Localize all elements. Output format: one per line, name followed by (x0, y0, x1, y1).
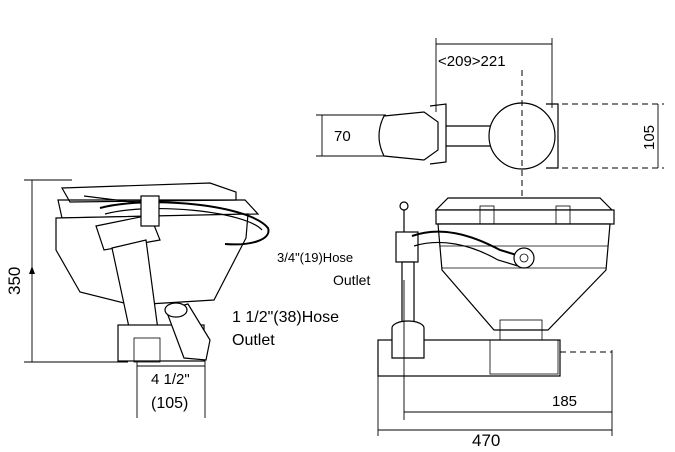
side-pump-handle-base (140, 195, 160, 227)
front-bowl (437, 223, 611, 331)
dimension-top-width (435, 38, 553, 112)
side-hose-inner (104, 207, 263, 231)
dimension-185 (403, 280, 613, 420)
front-pump-head (395, 231, 419, 263)
dimension-top-depth (316, 114, 386, 157)
small-outlet-label-2: Outlet (333, 272, 370, 288)
front-pump-knob (399, 201, 409, 211)
dim-470-label: 470 (472, 431, 500, 450)
top-width-label: <209>221 (438, 53, 506, 70)
dimension-height (24, 179, 128, 363)
front-inlet-fitting (513, 247, 535, 269)
side-pump-handle (83, 195, 141, 204)
plan-handle (378, 111, 439, 161)
front-hose (411, 230, 521, 257)
plan-view (378, 70, 559, 235)
dimension-top-right (552, 103, 664, 169)
side-base-foot (133, 337, 161, 363)
dimension-base-width (136, 360, 206, 418)
plan-handle-bracket (429, 103, 447, 165)
top-depth-label: 70 (334, 128, 351, 145)
front-seat-rim (435, 209, 615, 225)
front-base-block (489, 339, 559, 375)
large-outlet-label-2: Outlet (232, 332, 275, 349)
front-view-toilet (377, 197, 615, 377)
dim-185-label: 185 (552, 393, 577, 410)
front-outlet-body (391, 328, 425, 359)
dimension-470 (377, 376, 613, 436)
side-outlet-mouth (164, 302, 188, 318)
height-label: 350 (5, 267, 24, 295)
base-mm-label: (105) (151, 395, 188, 412)
side-view-toilet (55, 182, 270, 363)
front-seat-top (434, 197, 614, 211)
side-seat-rim (57, 199, 260, 219)
top-right-label: 105 (641, 125, 658, 150)
large-outlet-label-1: 1 1/2"(38)Hose (232, 309, 339, 326)
small-outlet-label-1: 3/4"(19)Hose (277, 250, 353, 265)
base-inch-label: 4 1/2" (151, 371, 190, 388)
